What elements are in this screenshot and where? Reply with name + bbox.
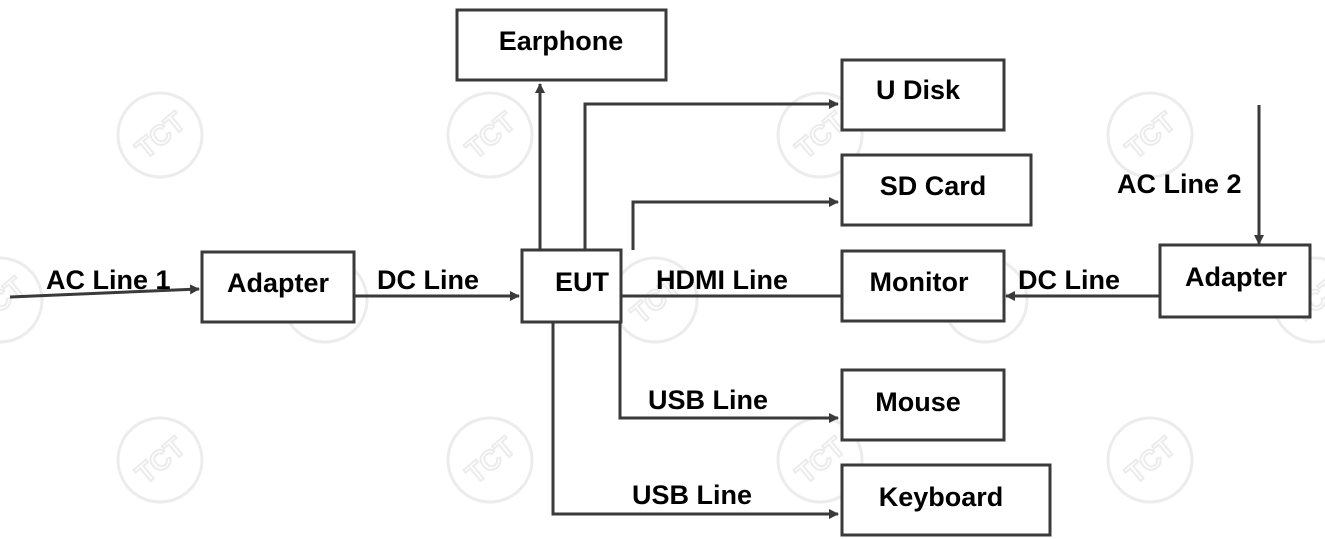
earphone-label: Earphone bbox=[499, 26, 624, 56]
usb-line-keyboard-label: USB Line bbox=[632, 480, 752, 510]
adapter-1-label: Adapter bbox=[227, 268, 330, 298]
ac-line-1-wire bbox=[9, 284, 200, 299]
eut-box bbox=[520, 248, 623, 324]
eut-label: EUT bbox=[555, 267, 610, 297]
svg-text:TCT: TCT bbox=[460, 106, 522, 165]
sdcard-wire bbox=[631, 197, 839, 250]
tct-watermark-logo: TCT bbox=[116, 416, 204, 504]
mouse-label: Mouse bbox=[875, 387, 961, 417]
svg-text:TCT: TCT bbox=[130, 106, 192, 165]
adapter-2-label: Adapter bbox=[1185, 262, 1288, 292]
hdmi-line-label: HDMI Line bbox=[656, 265, 788, 295]
keyboard-label: Keyboard bbox=[879, 482, 1004, 512]
monitor-label: Monitor bbox=[870, 267, 969, 297]
dc-line-1-label: DC Line bbox=[377, 265, 479, 295]
udisk-wire bbox=[583, 99, 839, 250]
svg-text:TCT: TCT bbox=[1120, 106, 1182, 165]
adapter-1-box bbox=[200, 250, 356, 324]
monitor-box bbox=[840, 249, 1006, 323]
usb-line-mouse-wire bbox=[618, 322, 839, 423]
tct-watermark-logo: TCT bbox=[1106, 416, 1194, 504]
tct-watermark-logo: TCT bbox=[446, 91, 534, 179]
udisk-label: U Disk bbox=[876, 75, 961, 105]
ac-line-1-label: AC Line 1 bbox=[46, 265, 171, 295]
tct-watermark-logo: TCT bbox=[116, 91, 204, 179]
adapter-2-box bbox=[1158, 243, 1312, 319]
tct-watermark-logo: TCT bbox=[0, 256, 44, 344]
dc-line-2-label: DC Line bbox=[1018, 265, 1120, 295]
svg-text:TCT: TCT bbox=[0, 271, 31, 330]
tct-watermark-logo: TCT bbox=[446, 416, 534, 504]
sdcard-label: SD Card bbox=[880, 171, 987, 201]
svg-text:TCT: TCT bbox=[1120, 431, 1182, 490]
svg-text:TCT: TCT bbox=[460, 431, 522, 490]
ac-line-2-label: AC Line 2 bbox=[1117, 169, 1242, 199]
svg-text:TCT: TCT bbox=[130, 431, 192, 490]
udisk-box bbox=[840, 58, 1006, 132]
mouse-box bbox=[840, 368, 1006, 442]
usb-line-keyboard-wire bbox=[551, 322, 839, 519]
keyboard-box bbox=[840, 463, 1052, 537]
sdcard-box bbox=[840, 153, 1033, 227]
earphone-box bbox=[455, 8, 668, 82]
tct-watermark-logo: TCT bbox=[1106, 91, 1194, 179]
usb-line-mouse-label: USB Line bbox=[648, 385, 768, 415]
